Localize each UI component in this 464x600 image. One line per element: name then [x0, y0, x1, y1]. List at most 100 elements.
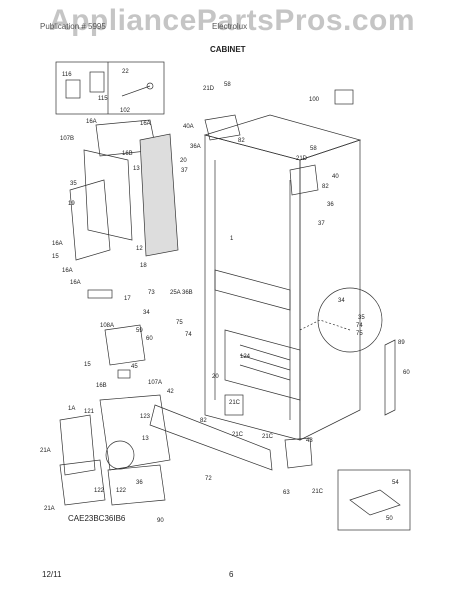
callout-82-3: 82 — [200, 418, 207, 424]
callout-18: 18 — [140, 263, 147, 269]
callout-124: 124 — [240, 354, 251, 360]
callout-36b: 36 — [136, 480, 143, 486]
callout-1: 1 — [230, 236, 234, 242]
divider-mullion — [214, 269, 291, 311]
callout-90: 90 — [157, 518, 164, 524]
top-hinge-left — [204, 114, 241, 141]
tray-50 — [349, 489, 401, 516]
callout-16B-2: 16B — [96, 383, 107, 389]
callout-15: 15 — [52, 254, 59, 260]
callout-63: 63 — [283, 490, 290, 496]
footer-page-number: 6 — [229, 570, 234, 579]
motor-bracket — [224, 394, 244, 416]
inset-box-54-50 — [337, 469, 411, 531]
callout-40: 40 — [332, 174, 339, 180]
callout-16A-3: 16A — [52, 241, 63, 247]
cabinet-front — [204, 134, 301, 441]
filter-part-116 — [65, 79, 81, 99]
callout-50: 50 — [386, 516, 393, 522]
callout-21A-2: 21A — [44, 506, 55, 512]
callout-12: 12 — [136, 246, 143, 252]
fan-housing — [105, 440, 135, 470]
callout-35: 35 — [70, 181, 77, 187]
callout-100: 100 — [309, 97, 320, 103]
callout-40A: 40A — [183, 124, 194, 130]
callout-108A: 108A — [100, 323, 114, 329]
callout-13b: 13 — [142, 436, 149, 442]
callout-25A: 25A — [170, 290, 181, 296]
callout-89: 89 — [398, 340, 405, 346]
callout-21D-2: 21D — [296, 156, 308, 162]
callout-35-detail: 35 — [358, 315, 365, 321]
callout-13: 13 — [133, 166, 140, 172]
cover-121 — [59, 414, 96, 476]
callout-36A: 36A — [190, 144, 201, 150]
callout-45: 45 — [131, 364, 138, 370]
diagram-code: CAE23BC36IB6 — [68, 514, 126, 523]
detail-circle — [317, 287, 383, 353]
air-duct-panel — [83, 149, 133, 241]
callout-58-1: 58 — [224, 82, 231, 88]
callout-16A-5: 16A — [70, 280, 81, 286]
callout-34: 34 — [143, 310, 150, 316]
filter-housing-115 — [89, 71, 105, 93]
callout-37-1: 37 — [181, 168, 188, 174]
kick-plate-72 — [149, 404, 273, 471]
callout-123: 123 — [140, 414, 151, 420]
callout-37-2: 37 — [318, 221, 325, 227]
control-panel-123 — [99, 394, 171, 471]
callout-20b: 20 — [212, 374, 219, 380]
cabinet-top — [203, 114, 362, 161]
callout-72: 72 — [205, 476, 212, 482]
control-housing — [69, 179, 111, 261]
insulation-panel-20 — [139, 133, 179, 257]
callout-36B: 36B — [182, 290, 193, 296]
callout-122: 122 — [116, 488, 127, 494]
callout-22: 22 — [122, 69, 129, 75]
callout-115: 115 — [98, 96, 108, 102]
callout-73: 73 — [148, 290, 155, 296]
cabinet-side — [299, 139, 361, 441]
callout-21C-2: 21C — [232, 432, 244, 438]
callout-16A-2: 16A — [140, 121, 151, 127]
callout-122b: 122 — [94, 488, 105, 494]
callout-15b: 15 — [84, 362, 91, 368]
callout-21C-4: 21C — [312, 489, 324, 495]
callout-82-1: 82 — [238, 138, 245, 144]
section-title: CABINET — [210, 45, 246, 54]
publication-number: Publication # 5995 — [40, 22, 106, 31]
callout-17: 17 — [124, 296, 131, 302]
callout-74-detail: 74 — [356, 323, 363, 329]
callout-16B: 16B — [122, 151, 133, 157]
callout-82-2: 82 — [322, 184, 329, 190]
part-45 — [117, 369, 131, 379]
brand-label: Electrolux — [212, 22, 248, 31]
bracket-21A — [59, 459, 106, 506]
callout-21D-1: 21D — [203, 86, 215, 92]
callout-21C-3: 21C — [262, 434, 274, 440]
freezer-compartment — [224, 329, 301, 401]
footer-date: 12/11 — [42, 570, 62, 579]
callout-21C-1: 21C — [229, 400, 241, 406]
callout-19: 19 — [68, 201, 75, 207]
watermark: AppliancePartsPros.com — [48, 4, 416, 37]
callout-121: 121 — [84, 409, 95, 415]
side-rail-89 — [384, 339, 396, 416]
callout-75-detail: 75 — [356, 331, 363, 337]
callout-58-2: 58 — [310, 146, 317, 152]
callout-59: 59 — [136, 328, 143, 334]
accessory-inset-box — [55, 61, 165, 115]
callout-34-detail: 34 — [338, 298, 345, 304]
callout-21A: 21A — [40, 448, 51, 454]
tool-22 — [121, 85, 151, 97]
part-100 — [334, 89, 354, 105]
callout-42: 42 — [167, 389, 174, 395]
callout-54: 54 — [392, 480, 399, 486]
part-108A — [104, 324, 146, 366]
callout-16A-1: 16A — [86, 119, 97, 125]
callout-43: 43 — [306, 438, 313, 444]
part-43 — [284, 437, 313, 469]
callout-107B: 107B — [60, 136, 74, 142]
